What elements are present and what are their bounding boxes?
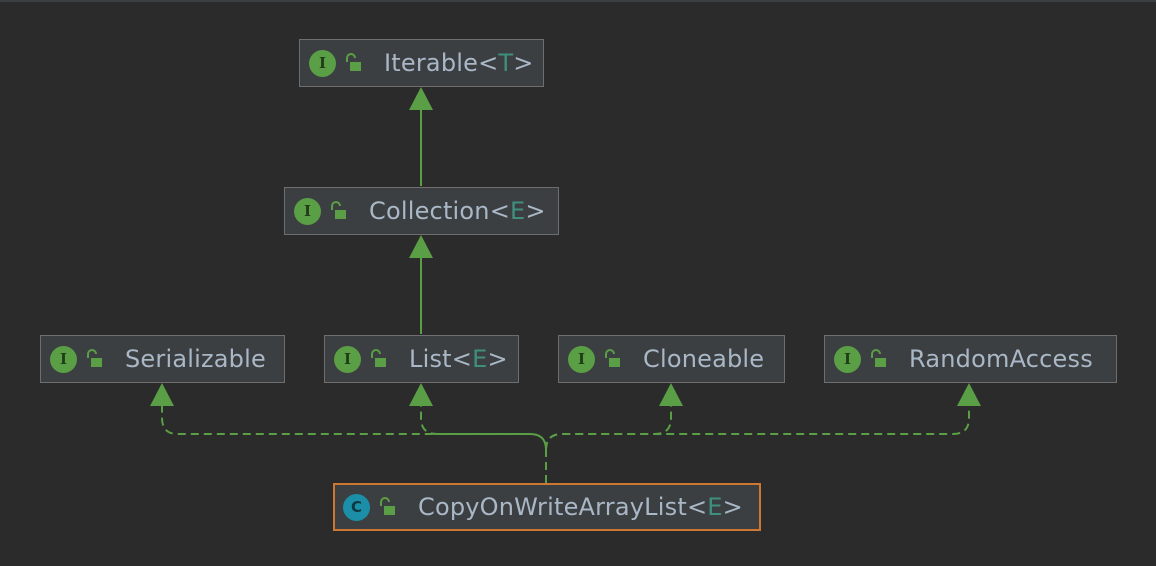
node-iterable[interactable]: I Iterable<T>	[299, 39, 544, 87]
edge-copyonwrite-to-randomaccess	[545, 406, 970, 451]
node-list[interactable]: I List<E>	[324, 335, 519, 383]
type-parameter: E	[707, 493, 723, 521]
node-collection[interactable]: I Collection<E>	[284, 187, 559, 235]
implements-edges	[161, 406, 970, 483]
interface-badge-icon: I	[568, 345, 595, 373]
arrowhead-randomaccess	[957, 383, 981, 406]
class-badge-icon: C	[343, 493, 370, 521]
interface-badge-icon: I	[309, 49, 336, 77]
node-copyonwritearraylist[interactable]: C CopyOnWriteArrayList<E>	[333, 483, 761, 531]
arrowhead-iterable	[409, 87, 433, 110]
edge-collection-to-iterable	[409, 87, 433, 186]
arrowhead-serializable	[150, 383, 174, 406]
arrowhead-cloneable	[659, 383, 683, 406]
interface-badge-icon: I	[50, 345, 77, 373]
node-cloneable[interactable]: I Cloneable	[558, 335, 785, 383]
edge-copyonwrite-to-list	[420, 406, 547, 451]
edge-list-to-collection	[409, 235, 433, 334]
node-label: Collection<E>	[369, 197, 546, 225]
edge-copyonwrite-to-cloneable	[545, 406, 672, 451]
node-label: List<E>	[409, 345, 508, 373]
node-label: Serializable	[125, 345, 266, 373]
unlocked-padlock-icon	[380, 497, 395, 515]
node-label: CopyOnWriteArrayList<E>	[418, 493, 743, 521]
interface-badge-icon: I	[334, 345, 361, 373]
unlocked-padlock-icon	[346, 53, 361, 71]
node-serializable[interactable]: I Serializable	[40, 335, 285, 383]
unlocked-padlock-icon	[331, 201, 346, 219]
arrowhead-collection	[409, 235, 433, 258]
unlocked-padlock-icon	[87, 349, 102, 367]
node-label: Iterable<T>	[384, 49, 534, 77]
node-label: Cloneable	[643, 345, 765, 373]
unlocked-padlock-icon	[605, 349, 620, 367]
interface-badge-icon: I	[834, 345, 861, 373]
top-border	[0, 0, 1156, 2]
interface-badge-icon: I	[294, 197, 321, 225]
node-randomaccess[interactable]: I RandomAccess	[824, 335, 1117, 383]
type-parameter: E	[510, 197, 526, 225]
unlocked-padlock-icon	[871, 349, 886, 367]
node-label: RandomAccess	[909, 345, 1093, 373]
arrowhead-list	[409, 383, 433, 406]
unlocked-padlock-icon	[371, 349, 386, 367]
type-parameter: E	[472, 345, 488, 373]
edge-copyonwrite-to-serializable	[161, 406, 547, 483]
type-parameter: T	[498, 49, 514, 77]
